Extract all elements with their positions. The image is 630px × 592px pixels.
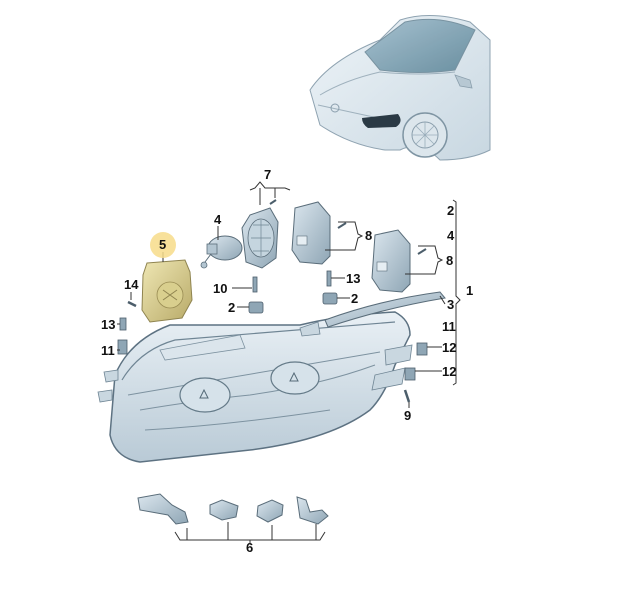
callout-4[interactable]: 4	[214, 212, 222, 227]
callout-3[interactable]: 3	[447, 297, 455, 312]
bracket-item-11[interactable]: 11	[442, 319, 456, 334]
callout-12-lower[interactable]: 12	[442, 364, 457, 379]
part-5-control-unit	[141, 259, 193, 323]
highlighted-headlight-marker	[362, 114, 401, 128]
callout-13-right[interactable]: 13	[346, 271, 361, 286]
callout-14[interactable]: 14	[124, 277, 139, 292]
part-4-actuator	[200, 235, 243, 269]
callout-2-left[interactable]: 2	[228, 300, 236, 315]
callout-9[interactable]: 9	[404, 408, 412, 423]
callout-13-left[interactable]: 13	[101, 317, 116, 332]
part-8-module-lower	[371, 229, 427, 293]
callout-1-assembly[interactable]: 1	[466, 283, 474, 298]
headlight-housing-illustration	[97, 311, 413, 463]
vehicle-locator-illustration	[309, 14, 491, 161]
callout-10[interactable]: 10	[213, 281, 228, 296]
part-3-trim-strip	[324, 291, 446, 328]
small-fasteners	[117, 270, 428, 403]
callout-5[interactable]: 5	[159, 237, 167, 252]
callout-12-upper[interactable]: 12	[442, 340, 457, 355]
bracket-item-4[interactable]: 4	[447, 228, 455, 243]
callout-7[interactable]: 7	[264, 167, 272, 182]
callout-2-mid[interactable]: 2	[351, 291, 359, 306]
part-7-cover-cap	[241, 199, 279, 269]
callout-8-lower[interactable]: 8	[446, 253, 454, 268]
callout-11-left[interactable]: 11	[101, 343, 115, 358]
callout-8-upper[interactable]: 8	[365, 228, 373, 243]
highlight-circle-part-5	[150, 232, 176, 258]
callout-6[interactable]: 6	[246, 540, 254, 555]
part-8-module-upper	[291, 201, 347, 265]
part-6-bracket-set	[137, 493, 329, 525]
bracket-item-2[interactable]: 2	[447, 203, 455, 218]
